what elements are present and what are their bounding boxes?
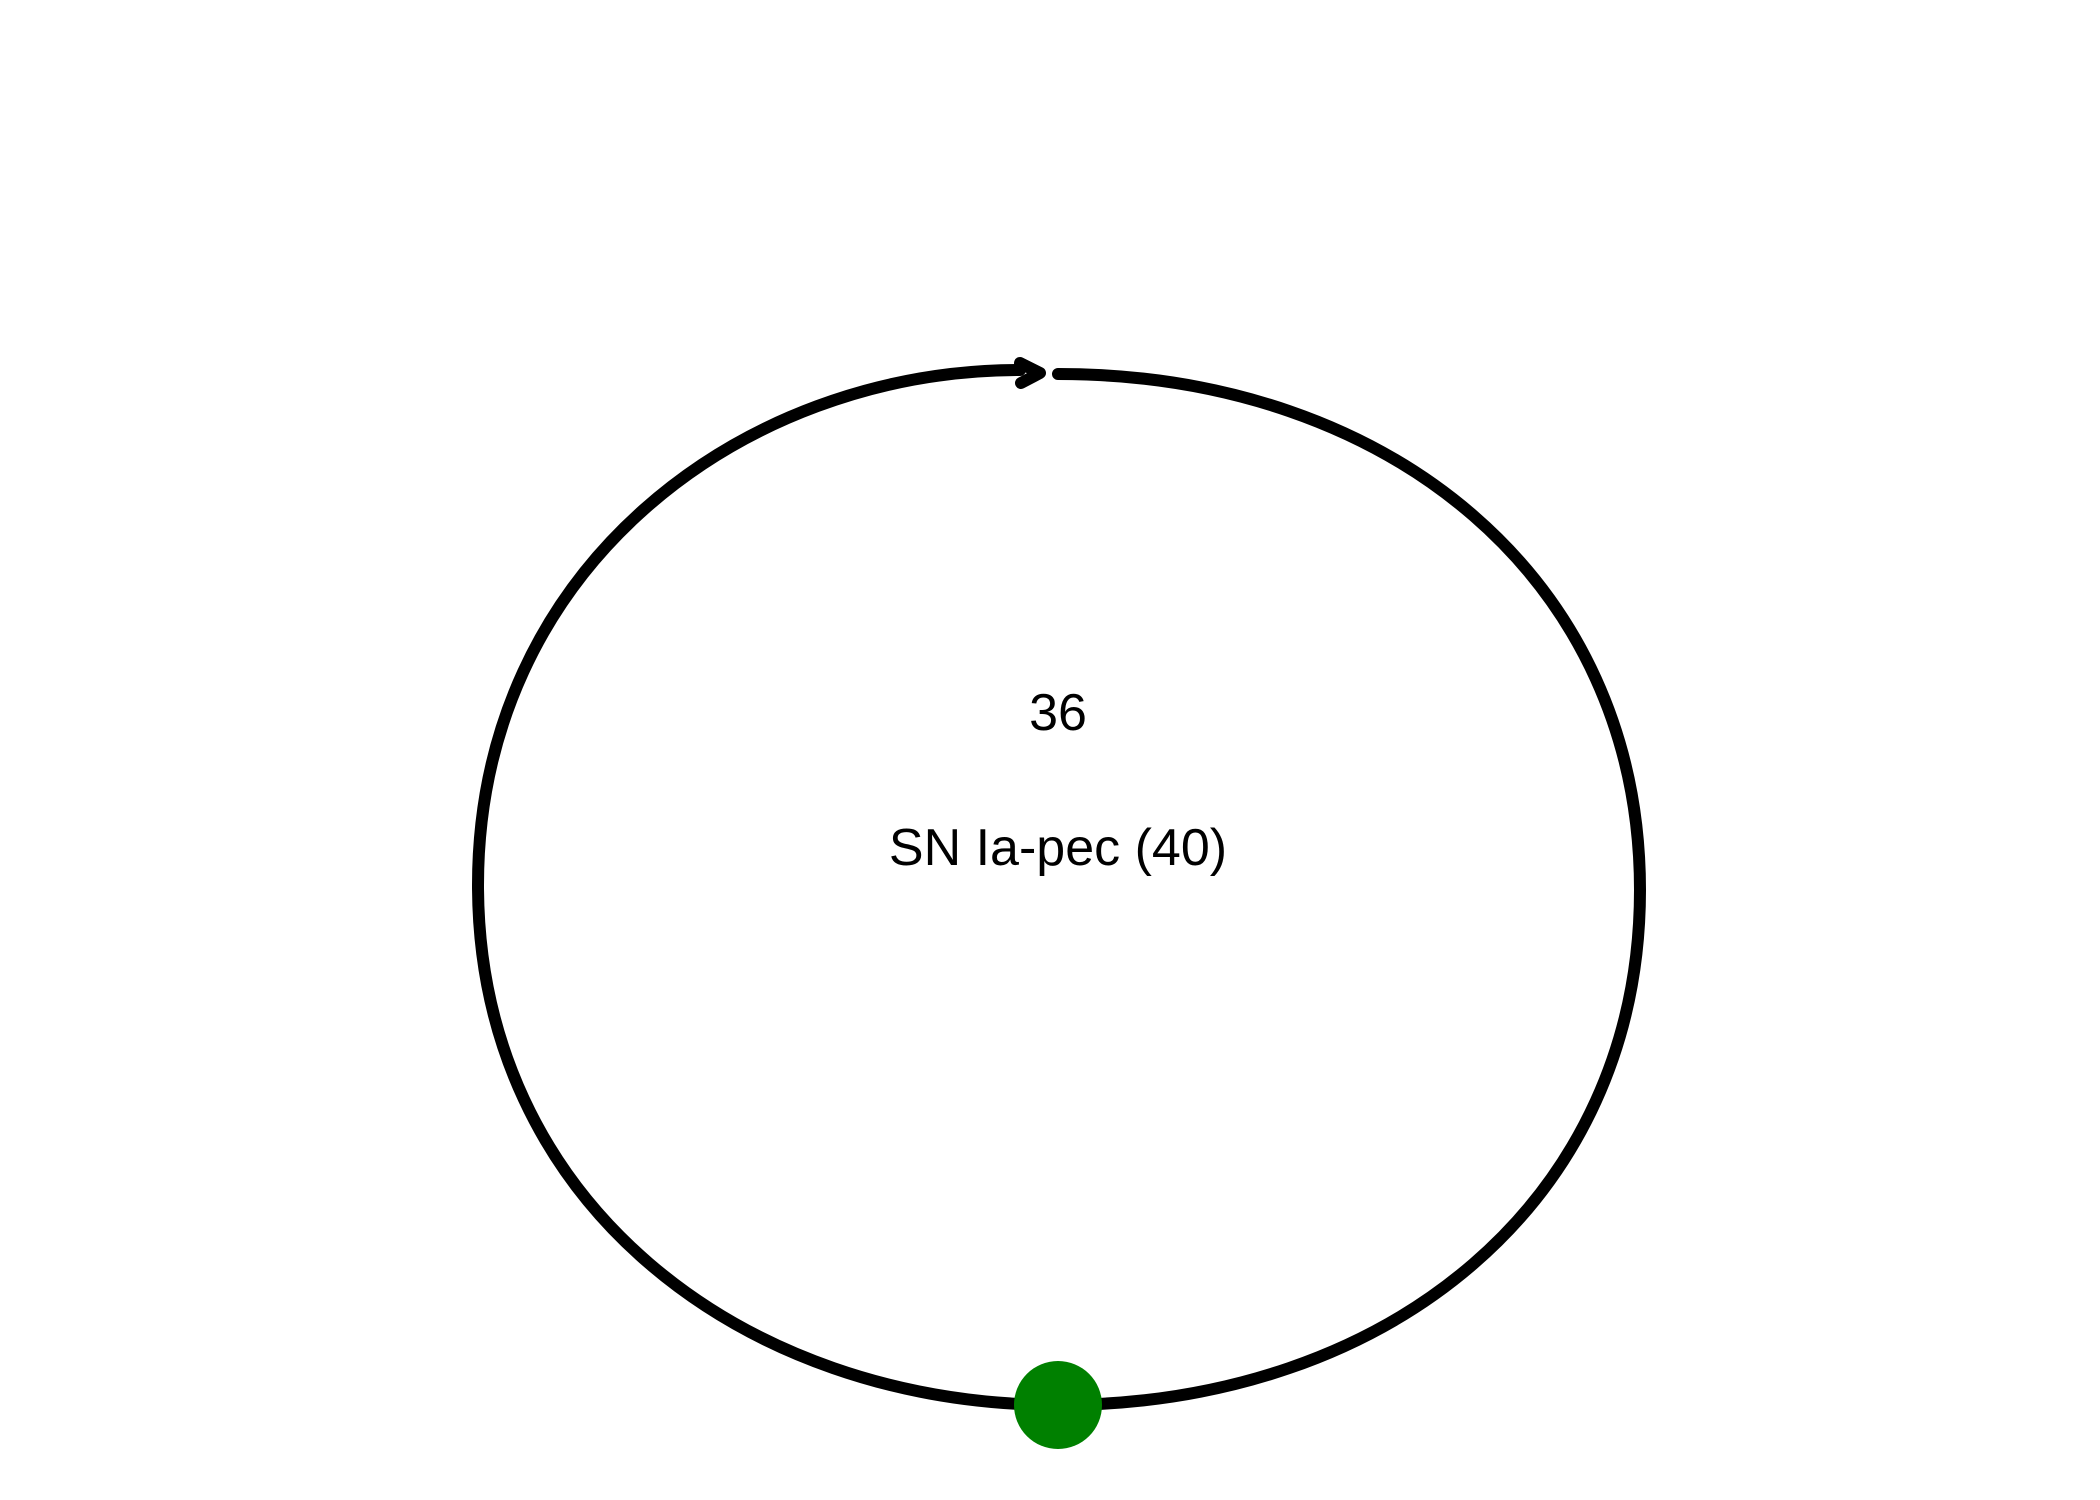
- direction-arrow-icon: [1014, 357, 1046, 389]
- center-count: 36: [1029, 684, 1087, 742]
- cycle-ring: [471, 364, 1647, 1412]
- start-marker: [1014, 1361, 1102, 1449]
- class-label: SN Ia-pec (40): [889, 819, 1227, 877]
